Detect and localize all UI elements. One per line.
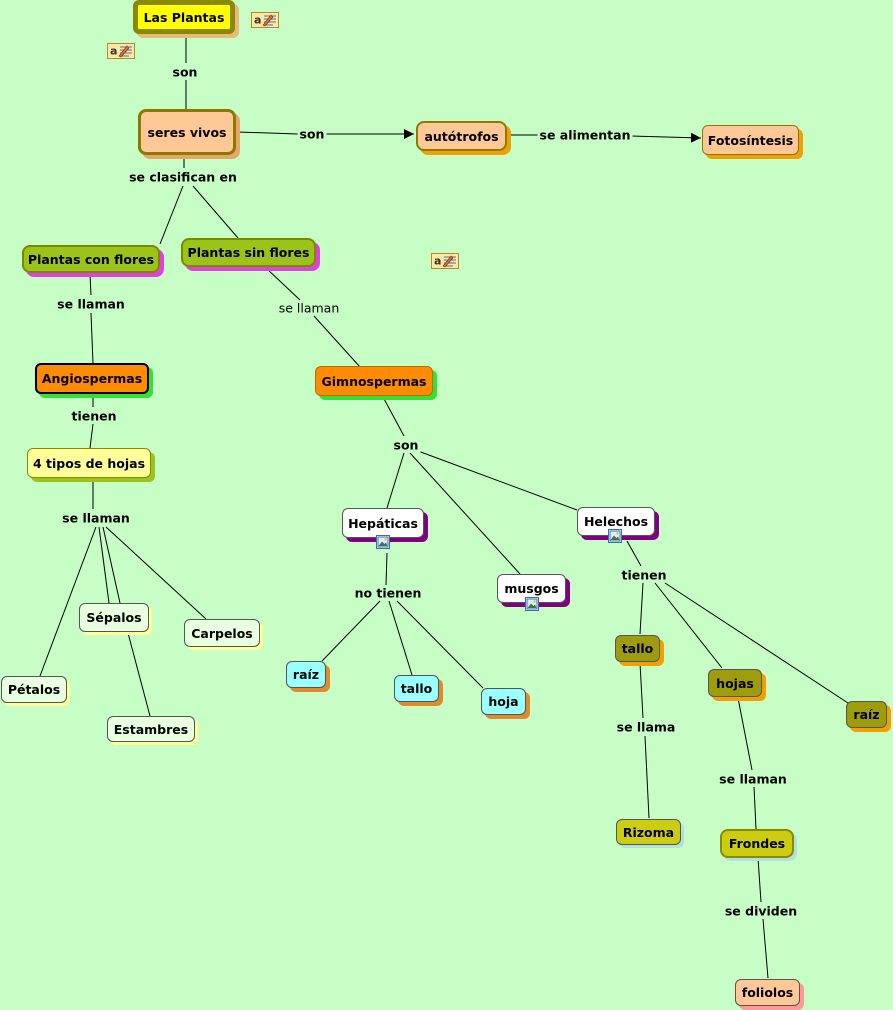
link-son-3: son <box>391 437 421 453</box>
node-angiospermas[interactable]: Angiospermas <box>35 363 149 394</box>
node-tallo-helechos[interactable]: tallo <box>615 635 660 662</box>
node-carpelos[interactable]: Carpelos <box>184 619 260 647</box>
node-hojas-helechos[interactable]: hojas <box>708 669 762 697</box>
node-plantas-con-flores[interactable]: Plantas con flores <box>22 245 160 273</box>
image-resource-icon-helechos[interactable] <box>608 529 622 543</box>
image-resource-icon-hepaticas[interactable] <box>376 535 390 549</box>
link-son-1: son <box>170 64 200 80</box>
link-se-clasifican-en: se clasifican en <box>127 169 239 185</box>
link-se-llama: se llama <box>614 719 678 735</box>
link-se-dividen: se dividen <box>722 903 800 919</box>
node-tallo-hepaticas[interactable]: tallo <box>394 675 439 702</box>
node-raiz-helechos[interactable]: raíz <box>846 701 887 728</box>
link-se-alimentan: se alimentan <box>537 127 633 143</box>
node-hepaticas[interactable]: Hepáticas <box>342 508 424 538</box>
node-seres-vivos[interactable]: seres vivos <box>138 109 236 155</box>
node-frondes[interactable]: Frondes <box>720 829 794 858</box>
annotation-icon-1[interactable]: a <box>251 12 279 28</box>
node-raiz-hepaticas[interactable]: raíz <box>286 661 326 688</box>
image-resource-icon-musgos[interactable] <box>525 597 539 611</box>
node-rizoma[interactable]: Rizoma <box>616 819 681 845</box>
annotation-icon-3[interactable]: a <box>431 253 459 269</box>
node-cuatro-tipos-hojas[interactable]: 4 tipos de hojas <box>27 448 151 478</box>
node-gimnospermas[interactable]: Gimnospermas <box>315 366 433 396</box>
annotation-letter: a <box>434 255 441 268</box>
node-las-plantas[interactable]: Las Plantas <box>133 0 235 34</box>
node-hoja-hepaticas[interactable]: hoja <box>481 688 526 715</box>
node-foliolos[interactable]: foliolos <box>735 979 800 1006</box>
link-se-llaman-1: se llaman <box>55 296 127 312</box>
link-se-llaman-2: se llaman <box>276 300 342 316</box>
node-petalos[interactable]: Pétalos <box>1 676 67 703</box>
node-plantas-sin-flores[interactable]: Plantas sin flores <box>181 238 316 267</box>
annotation-letter: a <box>254 14 261 27</box>
node-fotosintesis[interactable]: Fotosíntesis <box>702 125 799 155</box>
annotation-icon-2[interactable]: a <box>107 43 135 59</box>
link-se-llaman-4: se llaman <box>717 771 789 787</box>
node-sepalos[interactable]: Sépalos <box>79 603 149 632</box>
link-tienen-1: tienen <box>69 408 119 424</box>
link-se-llaman-3: se llaman <box>60 510 132 526</box>
link-no-tienen: no tienen <box>352 585 424 601</box>
node-autotrofos[interactable]: autótrofos <box>416 121 507 151</box>
node-estambres[interactable]: Estambres <box>107 716 195 742</box>
link-tienen-2: tienen <box>619 567 669 583</box>
link-son-2: son <box>297 126 327 142</box>
annotation-letter: a <box>110 45 117 58</box>
